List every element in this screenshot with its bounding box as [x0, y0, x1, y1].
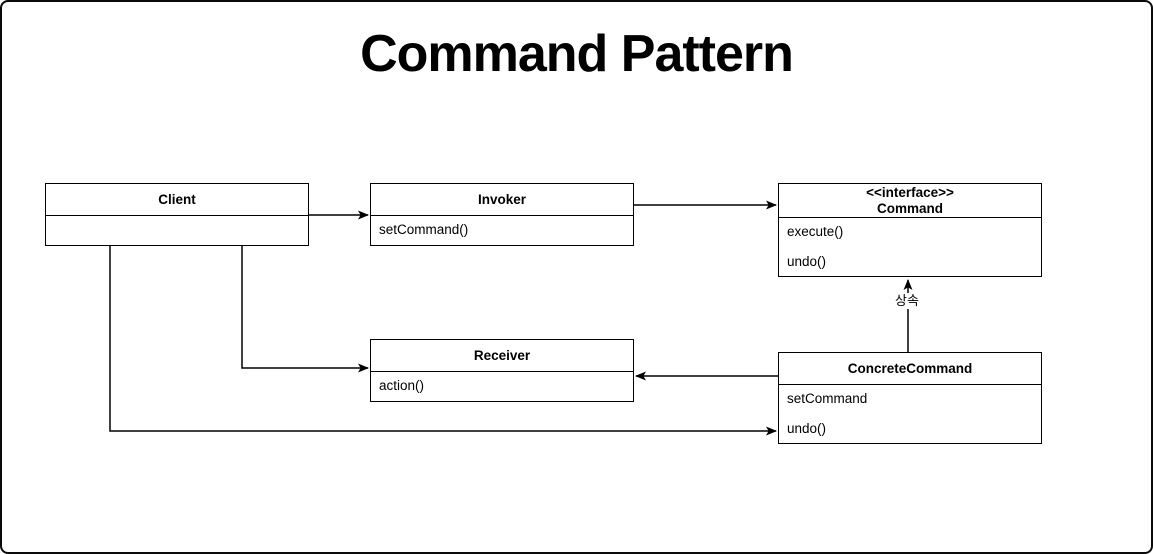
method-undo: undo(): [787, 254, 827, 269]
method-execute: execute(): [787, 224, 844, 239]
class-box-concrete-command: ConcreteCommand setCommand undo(): [778, 352, 1042, 444]
class-name-invoker: Invoker: [371, 184, 633, 216]
class-box-invoker: Invoker setCommand(): [370, 183, 634, 246]
class-members-client: [46, 216, 308, 228]
class-box-receiver: Receiver action(): [370, 339, 634, 402]
class-members-command: execute() undo(): [779, 218, 1041, 276]
class-name-command: <<interface>> Command: [779, 184, 1041, 218]
class-box-command: <<interface>> Command execute() undo(): [778, 183, 1042, 277]
class-name-command-text: Command: [876, 200, 943, 216]
inheritance-edge-label: 상속: [893, 293, 921, 309]
class-members-invoker: setCommand(): [371, 216, 633, 244]
method-action: action(): [379, 378, 425, 393]
stereotype-interface: <<interface>>: [866, 185, 954, 200]
method-undo: undo(): [787, 421, 827, 436]
class-name-receiver: Receiver: [371, 340, 633, 372]
class-members-receiver: action(): [371, 372, 633, 400]
diagram-title: Command Pattern: [360, 25, 794, 83]
class-box-client: Client: [45, 183, 309, 246]
edge-client-to-receiver: [241, 246, 369, 373]
class-members-concrete-command: setCommand undo(): [779, 385, 1041, 443]
method-setcommand: setCommand(): [379, 222, 469, 237]
class-name-client: Client: [46, 184, 308, 216]
class-name-concrete-command: ConcreteCommand: [779, 353, 1041, 385]
method-setcommand: setCommand: [787, 391, 868, 406]
